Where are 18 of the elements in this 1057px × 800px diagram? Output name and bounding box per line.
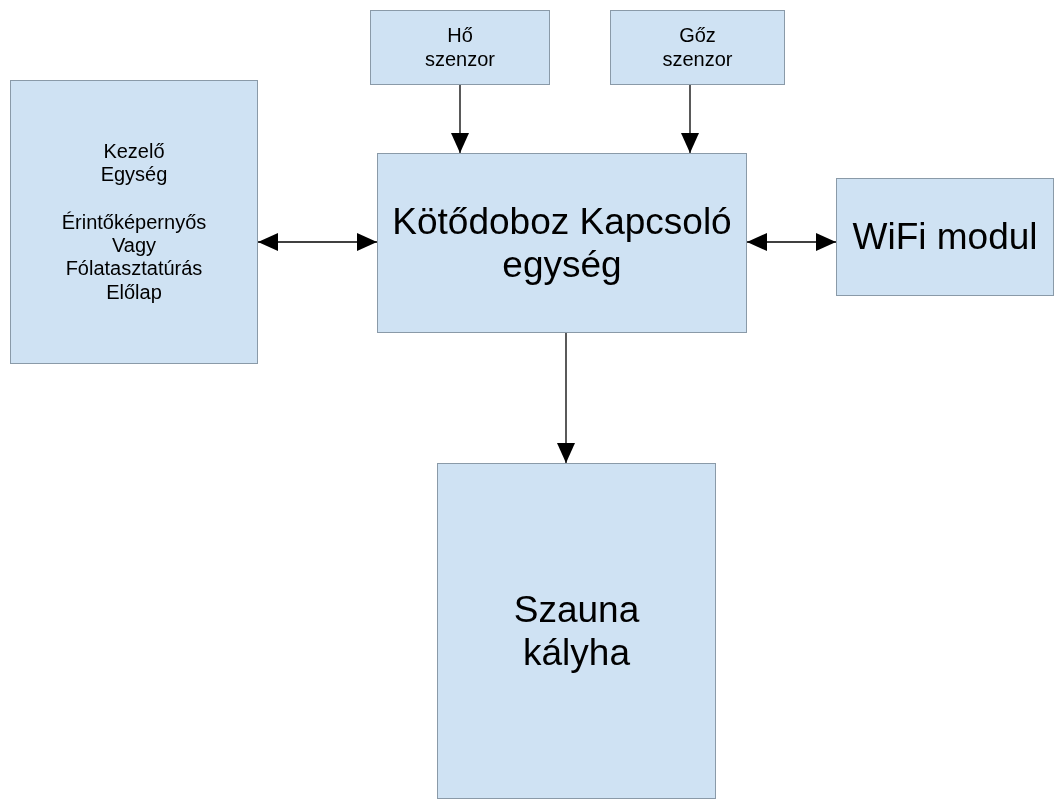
box-label: Hő szenzor bbox=[425, 24, 495, 71]
box-label: Érintőképernyős Vagy Fólatasztatúrás Előlap bbox=[61, 210, 207, 305]
arrow bbox=[557, 332, 575, 464]
box-label: Kötődoboz Kapcsoló egység bbox=[391, 199, 733, 287]
box-label: Gőz szenzor bbox=[662, 24, 733, 71]
box-label: WiFi modul bbox=[852, 215, 1038, 259]
arrow bbox=[746, 233, 837, 251]
process-box bbox=[836, 178, 1054, 296]
arrow bbox=[681, 84, 699, 154]
arrow bbox=[257, 233, 378, 251]
box-label: Szauna kályha bbox=[513, 587, 640, 675]
process-box bbox=[377, 153, 747, 333]
box-label: Kezelő Egység bbox=[100, 139, 168, 187]
arrow bbox=[451, 84, 469, 154]
process-box bbox=[437, 463, 716, 799]
process-box bbox=[10, 80, 258, 364]
process-box bbox=[610, 10, 785, 85]
process-box bbox=[370, 10, 550, 85]
